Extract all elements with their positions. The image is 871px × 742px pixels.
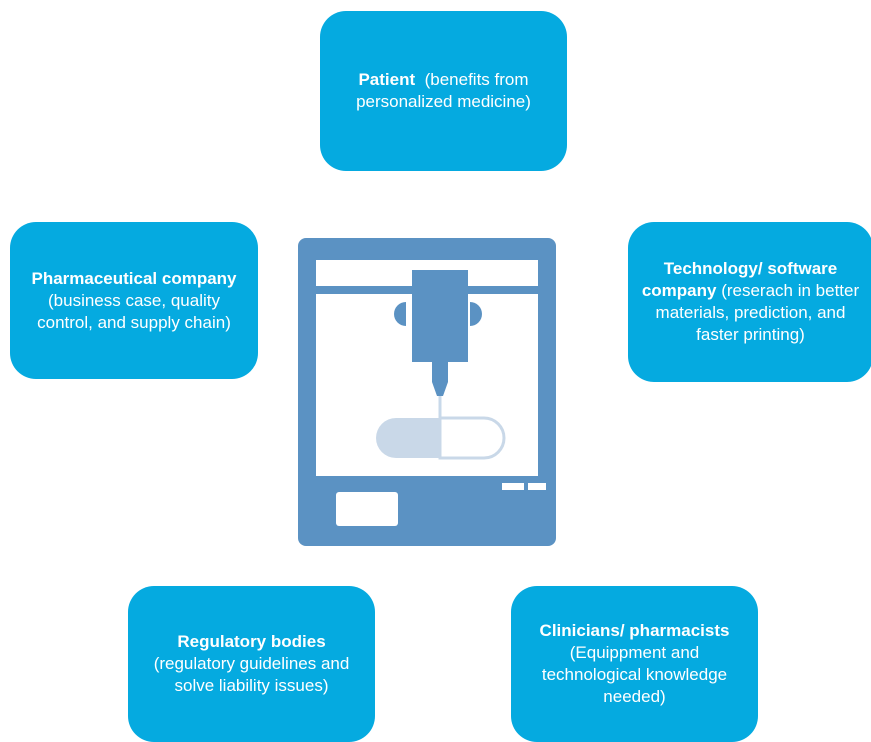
pill-left-half xyxy=(376,418,440,458)
pharma-desc: (business case, quality control, and sup… xyxy=(37,290,231,332)
regulatory-bodies-node: Regulatory bodies (regulatory guidelines… xyxy=(128,586,375,742)
indicator-2 xyxy=(528,483,546,490)
clinicians-node: Clinicians/ pharmacists (Equippment and … xyxy=(511,586,758,742)
rail-knob-left xyxy=(394,302,406,326)
tech-desc: (reserach in better materials, predictio… xyxy=(655,281,860,344)
tech-title: Technology/ software company xyxy=(641,259,838,300)
3d-printer-pill-icon xyxy=(298,238,556,546)
regulatory-title: Regulatory bodies xyxy=(177,632,326,651)
technology-company-node: Technology/ software company (reserach i… xyxy=(628,222,871,382)
print-head xyxy=(412,270,468,362)
indicator-1 xyxy=(502,483,524,490)
pharma-title: Pharmaceutical company xyxy=(31,268,237,288)
printer-display xyxy=(336,492,398,526)
rail-knob-right xyxy=(470,302,482,326)
pill-right-half xyxy=(438,416,506,460)
nozzle-tip xyxy=(432,382,448,396)
patient-node: Patient (benefits from personalized medi… xyxy=(320,11,567,171)
clinicians-desc: (Equippment and technological knowledge … xyxy=(541,643,728,706)
pharmaceutical-company-node: Pharmaceutical company (business case, q… xyxy=(10,222,258,379)
regulatory-desc: (regulatory guidelines and solve liabili… xyxy=(153,654,350,695)
patient-desc: (benefits from personalized medicine) xyxy=(356,70,534,111)
patient-title: Patient xyxy=(358,70,416,89)
clinicians-title: Clinicians/ pharmacists xyxy=(539,621,730,640)
nozzle-body xyxy=(432,362,448,382)
